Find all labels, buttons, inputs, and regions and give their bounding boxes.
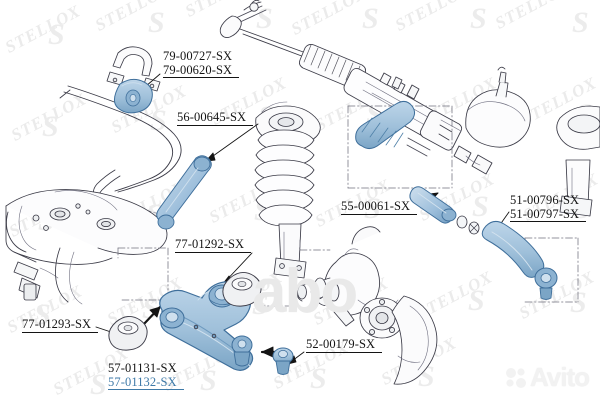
strut-and-coil-spring: [254, 101, 321, 279]
part-number: 77-01293-SX: [22, 317, 92, 331]
steering-rack-assembly: [219, 0, 531, 175]
association-boxes: [117, 105, 579, 307]
steering-knuckle-and-hub: [297, 226, 438, 385]
stabilizer-bushing-part: [114, 78, 153, 114]
callout-underline: [163, 77, 240, 78]
control-arm-bushings-grey: [108, 272, 262, 351]
part-number: 77-01292-SX: [175, 237, 245, 251]
callout-stabilizer-link: 56-00645-SX: [177, 110, 254, 126]
part-number: 56-00645-SX: [177, 110, 247, 124]
part-number: 51-00797-SX: [510, 206, 580, 221]
avito-wordmark: Avito: [530, 362, 590, 392]
callout-underline: [175, 251, 252, 253]
part-number: 55-00061-SX: [341, 199, 411, 213]
callout-wheel-bearing: 52-00179-SX: [306, 337, 383, 353]
front-subframe: [5, 189, 168, 305]
rear-strut-partial: [556, 105, 600, 217]
callout-underline: [108, 389, 185, 390]
stabilizer-link-part: [156, 155, 212, 230]
avito-dots-icon: [506, 367, 526, 388]
callout-underline: [341, 213, 418, 215]
control-arm-ball-joint-part: [272, 347, 294, 375]
abo-watermark: abo: [252, 257, 358, 326]
callout-control-arm-bush-front: 77-01293-SX: [22, 317, 99, 333]
callout-underline: [510, 221, 587, 222]
part-number: 79-00727-SX: [163, 49, 233, 63]
inner-tie-rod-part: [355, 100, 480, 235]
part-number: 79-00620-SX: [163, 62, 233, 77]
part-number: 57-01131-SX: [108, 361, 177, 375]
part-number: 51-00796-SX: [510, 193, 580, 207]
outer-tie-rod-end-part: [481, 220, 558, 300]
part-number: 57-01132-SX: [108, 374, 177, 389]
avito-watermark: Avito: [505, 362, 590, 393]
callout-underline: [306, 351, 383, 353]
part-number: 52-00179-SX: [306, 337, 376, 351]
callout-control-arm-bush-rear: 77-01292-SX: [175, 237, 252, 253]
callout-underline: [177, 124, 254, 126]
callout-underline: [22, 331, 99, 333]
callout-steering-rack-boot: 55-00061-SX: [341, 199, 418, 215]
wheel-bearing-rings: [313, 277, 340, 302]
